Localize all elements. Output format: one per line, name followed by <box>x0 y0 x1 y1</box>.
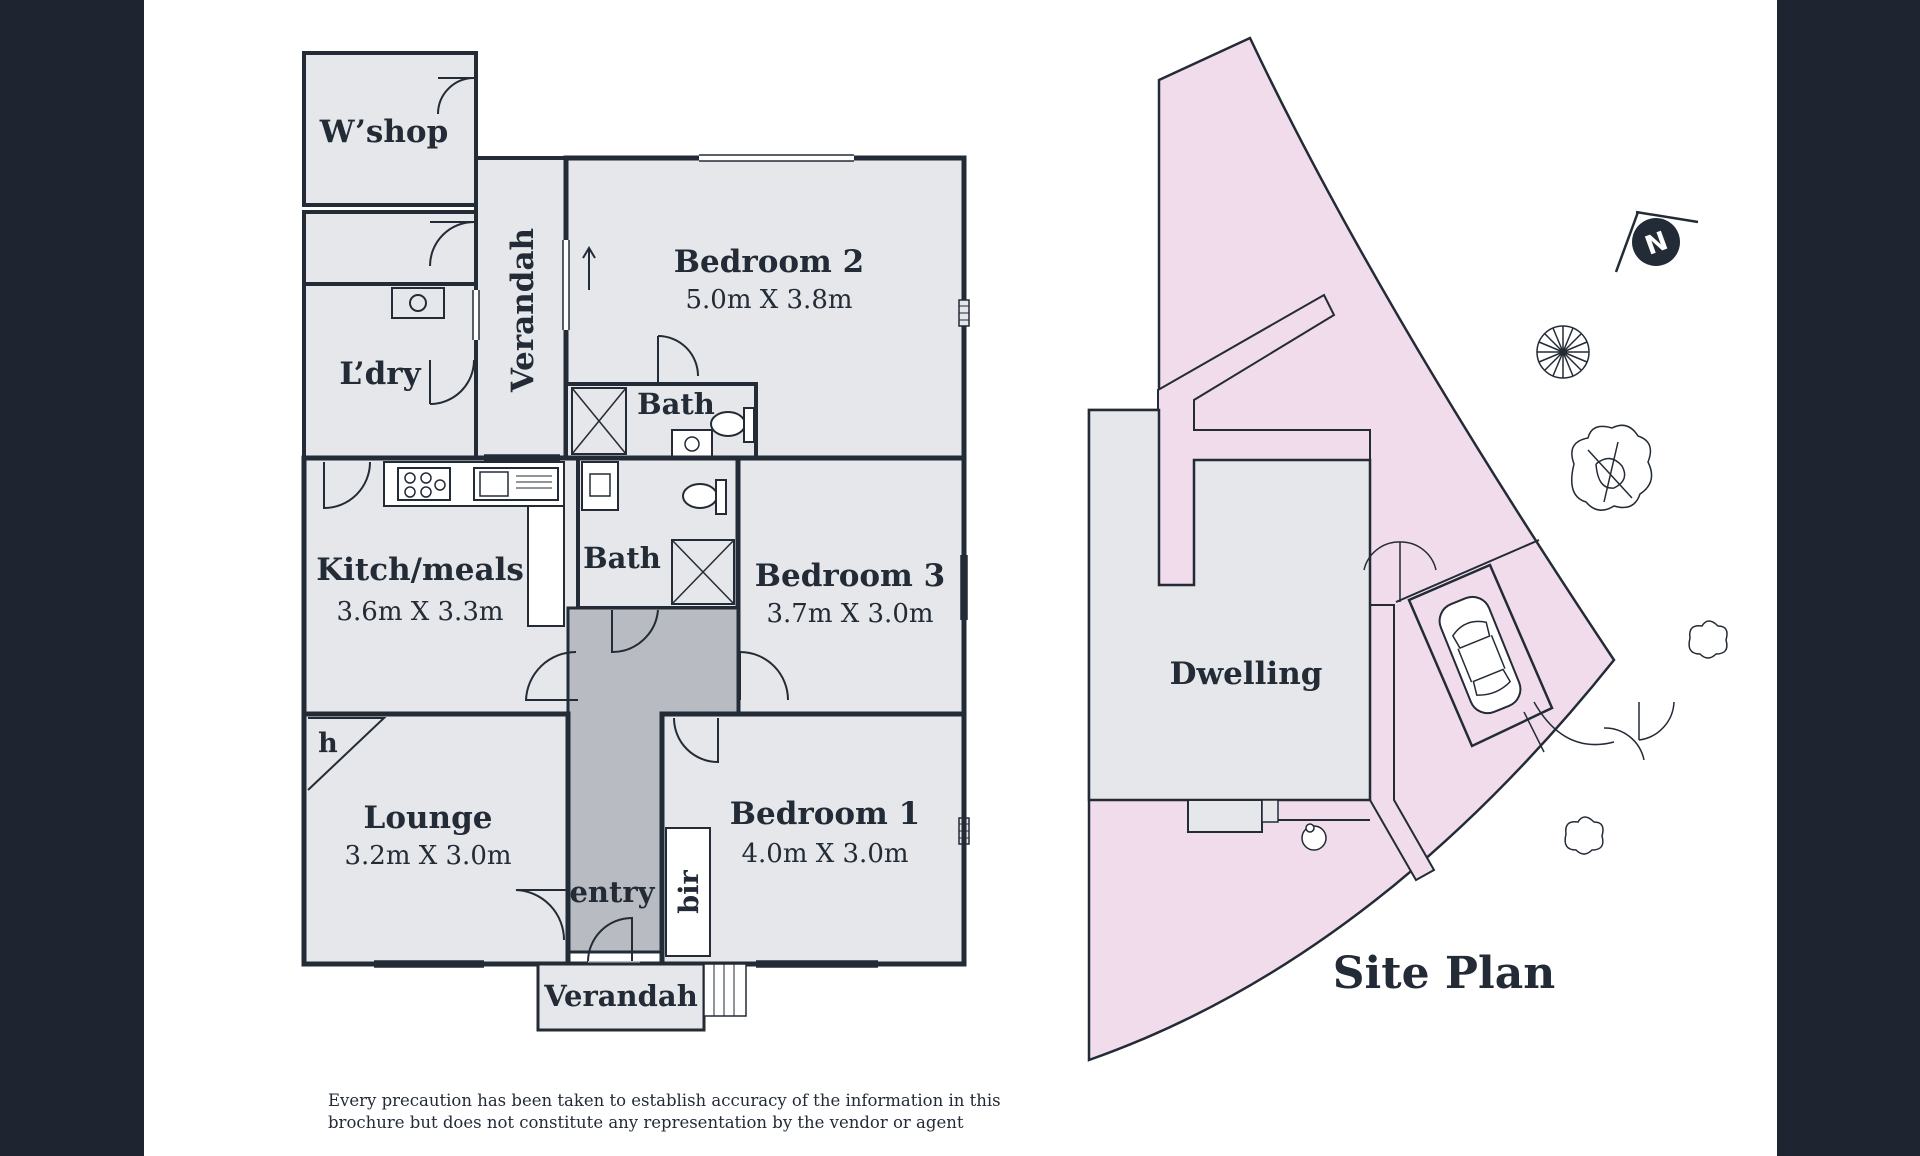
toilet-icon <box>710 411 746 437</box>
gate-swing-icon <box>1399 541 1437 571</box>
room-label-verandah-front: Verandah <box>543 979 698 1013</box>
room-label-lounge: Lounge <box>364 800 493 836</box>
room-label-bedroom3: Bedroom 3 <box>755 558 945 594</box>
room-label-verandah-side: Verandah <box>505 228 541 393</box>
door-swing-icon <box>429 359 475 405</box>
site-plan <box>1087 36 1728 1062</box>
dwelling-footprint <box>1087 408 1372 802</box>
room-label-bir: bir <box>674 870 705 914</box>
car-icon <box>1438 595 1522 715</box>
room-label-bedroom1: Bedroom 1 <box>730 796 920 832</box>
fence-line <box>1395 539 1540 603</box>
brochure-sheet: W’shop L’dry Verandah Bedroom 2 5.0m X 3… <box>144 0 1777 1156</box>
gate-swing-icon <box>1638 701 1675 741</box>
door-swing-icon <box>587 916 633 963</box>
toilet-icon <box>682 483 718 509</box>
floor-plan-labels: W’shop L’dry Verandah Bedroom 2 5.0m X 3… <box>316 114 945 1013</box>
arrow-up-icon <box>582 246 596 290</box>
shrub-icon <box>1564 816 1604 855</box>
room-dims-bedroom3: 3.7m X 3.0m <box>766 599 933 629</box>
vanity-icon <box>581 461 619 511</box>
plan-artwork: W’shop L’dry Verandah Bedroom 2 5.0m X 3… <box>301 36 1728 1132</box>
door-swing-icon <box>515 889 566 941</box>
room-label-kitchen: Kitch/meals <box>316 552 524 588</box>
gate-swing-icon <box>1363 541 1401 571</box>
shrub-icon <box>1301 823 1327 851</box>
door-swing-icon <box>323 461 371 510</box>
sink-icon <box>473 467 559 501</box>
room-dims-bedroom1: 4.0m X 3.0m <box>741 839 908 869</box>
disclaimer-line-2: brochure but does not constitute any rep… <box>328 1113 964 1132</box>
bedroom1-room <box>659 711 967 967</box>
tree-icon <box>1571 424 1653 511</box>
shrub-icon <box>1688 620 1728 659</box>
room-dims-bedroom2: 5.0m X 3.8m <box>685 285 852 315</box>
door-swing-icon <box>673 717 719 764</box>
room-dims-kitchen: 3.6m X 3.3m <box>336 597 503 627</box>
north-arrow-icon <box>1614 210 1699 273</box>
room-label-bath-lower: Bath <box>583 541 661 575</box>
floor-plan <box>301 51 970 1032</box>
site-dwelling-label: Dwelling <box>1170 656 1323 692</box>
room-label-entry: entry <box>569 875 655 909</box>
lounge-room <box>301 711 571 967</box>
room-dims-lounge: 3.2m X 3.0m <box>344 841 511 871</box>
room-label-bedroom2: Bedroom 2 <box>674 244 864 280</box>
laundry-room <box>302 210 478 460</box>
laundry-tub-icon <box>391 287 445 319</box>
room-label-laundry: L’dry <box>339 356 421 392</box>
built-in-robe <box>665 827 711 957</box>
room-label-wshop: W’shop <box>319 114 449 150</box>
disclaimer-line-1: Every precaution has been taken to estab… <box>328 1091 1001 1110</box>
room-label-heater: h <box>318 728 338 759</box>
door-swing-icon <box>524 650 578 701</box>
heater-corner <box>307 717 387 791</box>
gate-swing-icon <box>1603 727 1645 761</box>
room-label-bath-upper: Bath <box>637 387 715 421</box>
door-swing-icon <box>739 651 789 701</box>
dwelling-verandah <box>1187 799 1263 833</box>
door-swing-icon <box>611 609 659 654</box>
tree-icon <box>1536 325 1590 379</box>
door-swing-icon <box>657 335 699 377</box>
steps <box>703 963 747 1017</box>
basin-icon <box>671 429 713 459</box>
site-plan-title: Site Plan <box>1333 948 1555 999</box>
